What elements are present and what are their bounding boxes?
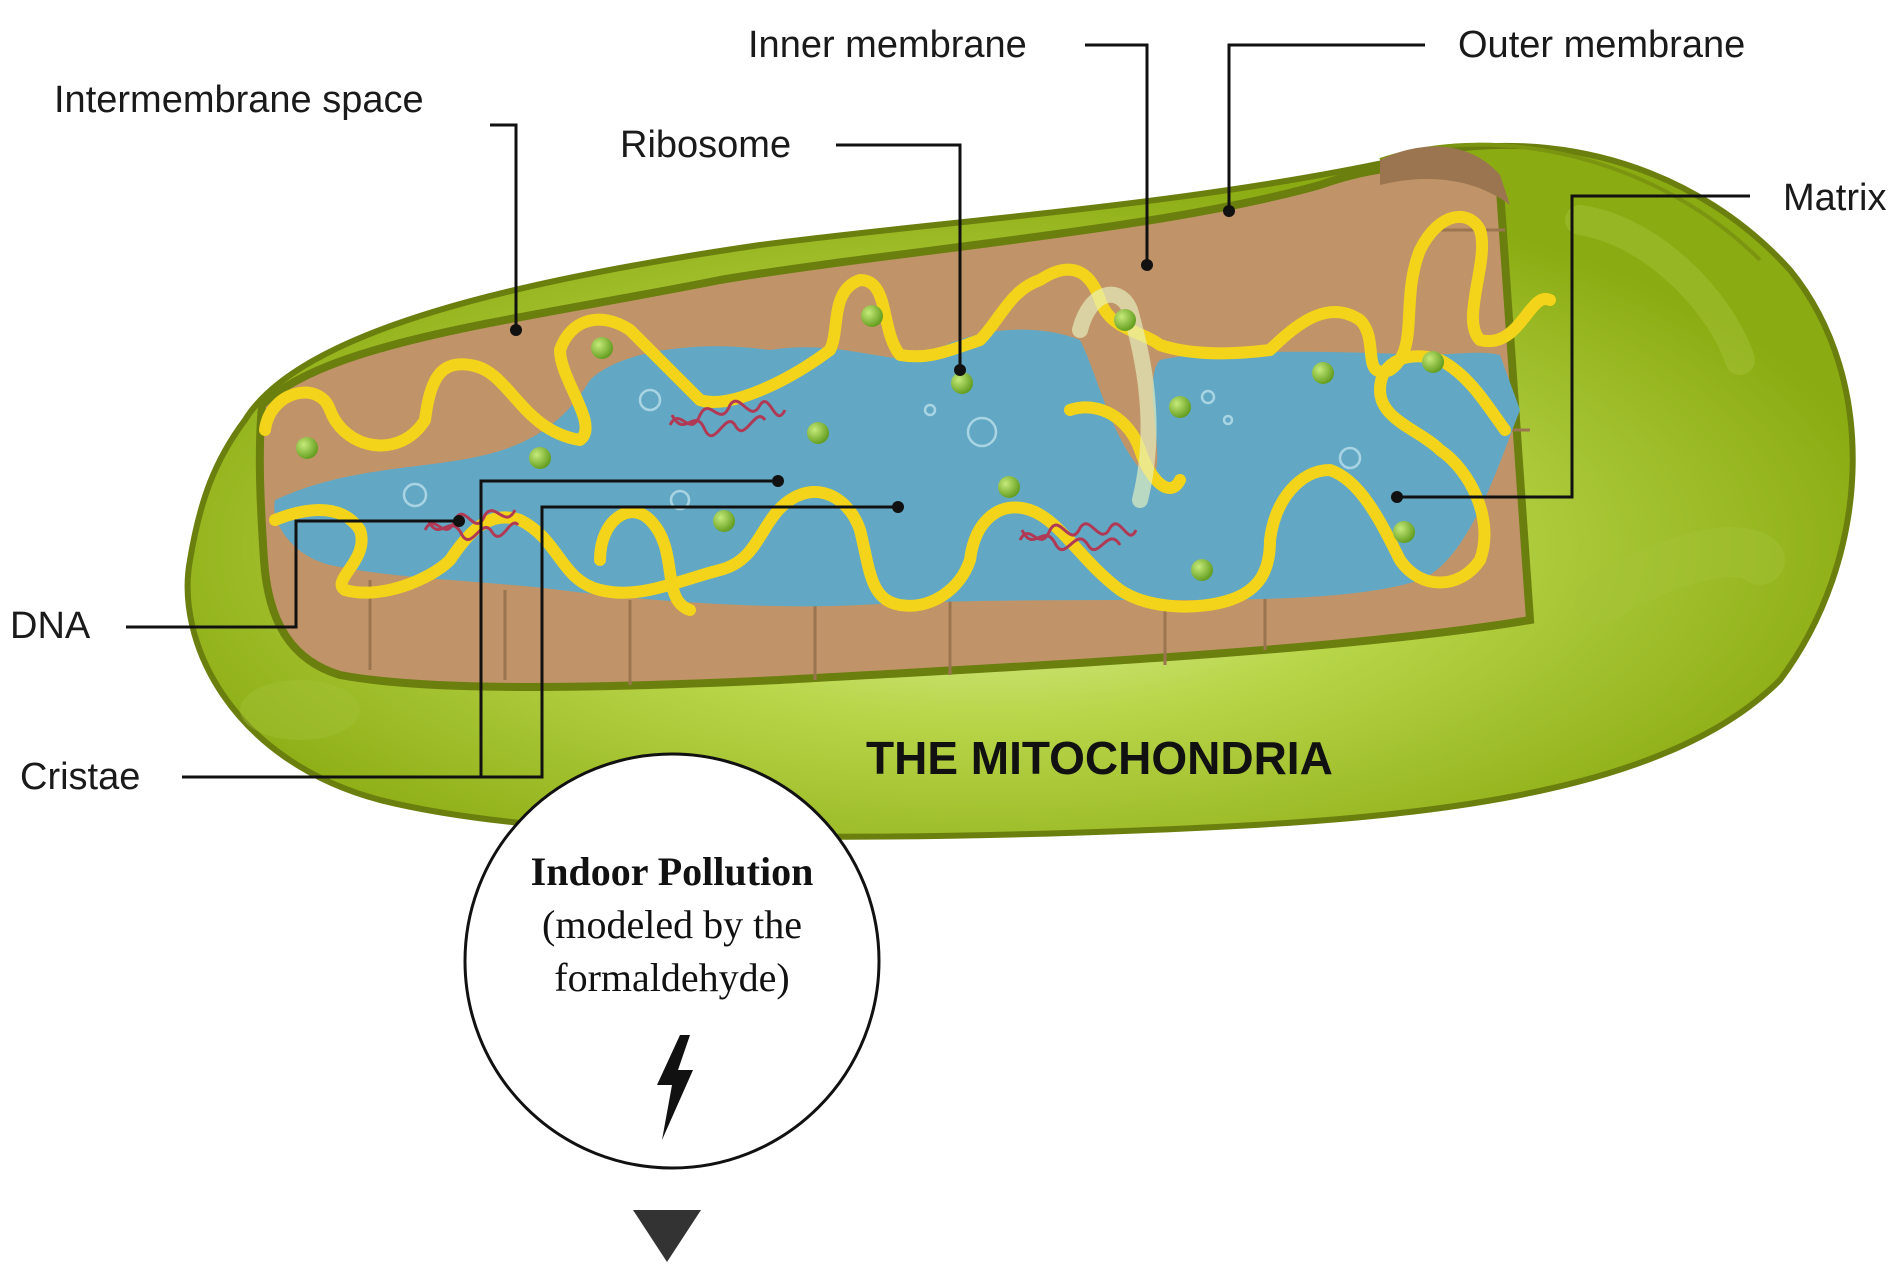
- leader-dot: [1223, 205, 1235, 217]
- label-ribosome: Ribosome: [620, 124, 791, 166]
- down-triangle-icon: [633, 1210, 701, 1262]
- leader-dot: [1141, 259, 1153, 271]
- label-matrix: Matrix: [1783, 177, 1886, 219]
- leader-dot: [772, 475, 784, 487]
- leader-dot: [453, 515, 465, 527]
- label-intermembrane-space: Intermembrane space: [54, 79, 424, 121]
- diagram-title: THE MITOCHONDRIA: [866, 732, 1333, 784]
- pollution-line-1: (modeled by the: [542, 902, 802, 947]
- leader-dot: [892, 501, 904, 513]
- label-dna: DNA: [10, 605, 91, 647]
- leader-dot: [510, 324, 522, 336]
- leader-dot: [954, 364, 966, 376]
- pollution-callout: Indoor Pollution (modeled by the formald…: [465, 754, 879, 1168]
- label-inner-membrane: Inner membrane: [748, 24, 1027, 66]
- leader-dot: [1391, 491, 1403, 503]
- pollution-line-2: formaldehyde): [554, 955, 789, 1000]
- pollution-heading: Indoor Pollution: [531, 849, 814, 894]
- label-cristae: Cristae: [20, 756, 140, 798]
- label-outer-membrane: Outer membrane: [1458, 24, 1745, 66]
